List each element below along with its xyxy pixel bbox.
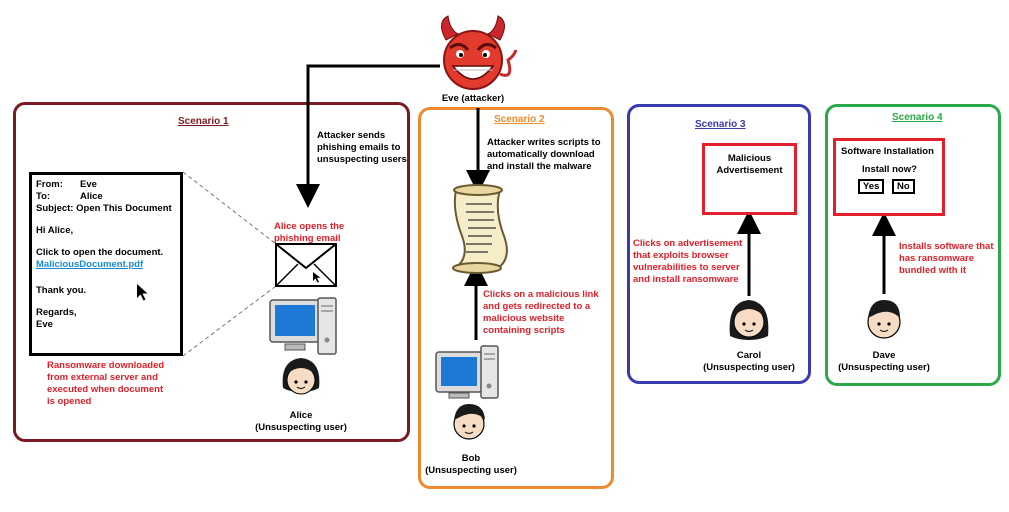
dave-avatar (867, 300, 901, 339)
yes-button[interactable]: Yes (858, 179, 885, 194)
alice-user-label: Alice(Unsuspecting user) (255, 410, 347, 433)
envelope-icon (275, 243, 337, 287)
scenario-1-title: Scenario 1 (178, 116, 229, 127)
eve-devil-icon (441, 15, 518, 90)
carol-user-label: Carol(Unsuspecting user) (703, 350, 795, 373)
alice-computer-icon (269, 297, 337, 355)
script-scroll-icon (451, 184, 508, 274)
scenario-2-box (418, 107, 614, 489)
dave-user-label: Dave(Unsuspecting user) (838, 350, 930, 373)
scenario-3-box (627, 104, 811, 384)
software-install-dialog: Software Installation Install now? Yes N… (833, 138, 945, 216)
no-button[interactable]: No (892, 179, 915, 194)
phishing-email: From:Eve To:Alice Subject: Open This Doc… (29, 172, 183, 356)
alice-avatar (282, 358, 320, 395)
scenario-3-title: Scenario 3 (695, 119, 746, 130)
bob-avatar (453, 404, 485, 440)
malicious-document-link[interactable]: MaliciousDocument.pdf (36, 259, 144, 270)
dialog-title: Software Installation (841, 146, 934, 157)
bob-user-label: Bob(Unsuspecting user) (425, 453, 517, 476)
scenario-4-title: Scenario 4 (892, 112, 943, 123)
scenario-4-box (825, 104, 1001, 386)
scenario-2-title: Scenario 2 (494, 114, 545, 125)
eve-label: Eve (attacker) (441, 93, 505, 104)
arrow-eve-to-email (296, 64, 440, 208)
scenario-1-box (13, 102, 410, 442)
bob-computer-icon (435, 345, 499, 399)
carol-avatar (729, 300, 769, 340)
dialog-question: Install now? (862, 164, 917, 175)
